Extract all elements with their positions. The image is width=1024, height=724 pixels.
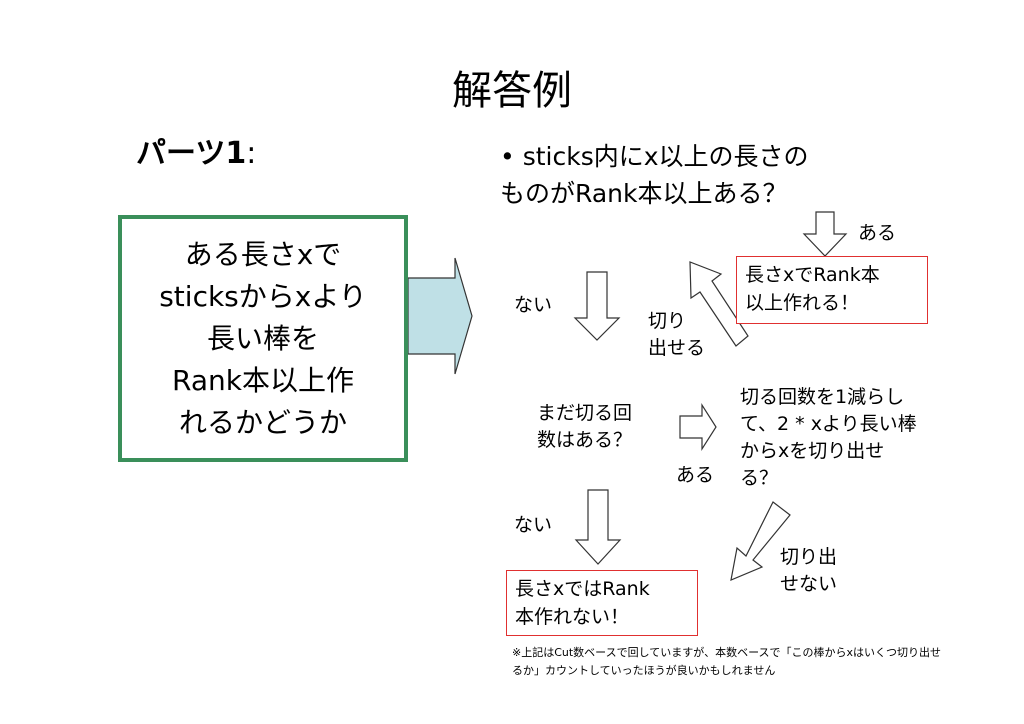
- diagonal-down-arrow: [730, 501, 791, 581]
- fail-box: 長さxではRank 本作れない！: [506, 570, 698, 636]
- label-aru-top: ある: [858, 222, 897, 244]
- main-problem-box: ある長さxで sticksからxより 長い棒を Rank本以上作 れるかどうか: [118, 215, 408, 462]
- right-arrow-mid: [679, 402, 717, 452]
- reduce-question: 切る回数を1減らし て、2 * xより長い棒 からxを切り出せ る？: [740, 386, 917, 489]
- question-text: • sticks内にx以上の長さの ものがRank本以上ある？: [500, 142, 809, 208]
- label-kiridasenai: 切り出 せない: [780, 546, 838, 595]
- part-colon: :: [246, 136, 257, 171]
- label-nai-1: ない: [514, 294, 553, 316]
- footnote: ※上記はCut数ベースで回していますが、本数ベースで「この棒からxはいくつ切り出…: [512, 646, 942, 677]
- down-arrow-mid: [573, 271, 621, 341]
- label-kiridaseru: 切り 出せる: [648, 310, 706, 359]
- success-box: 長さxでRank本 以上作れる！: [736, 256, 928, 324]
- part-label: パーツ1: [136, 136, 247, 171]
- down-arrow-bottom: [574, 489, 622, 565]
- down-arrow-top: [802, 211, 848, 257]
- part-heading: パーツ1:: [136, 128, 256, 172]
- cut-question: まだ切る回 数はある？: [537, 402, 633, 451]
- diagonal-up-arrow: [689, 261, 749, 347]
- label-nai-2: ない: [514, 514, 553, 536]
- label-aru-mid: ある: [676, 464, 715, 486]
- page-title: 解答例: [452, 68, 572, 114]
- big-right-arrow: [407, 257, 473, 375]
